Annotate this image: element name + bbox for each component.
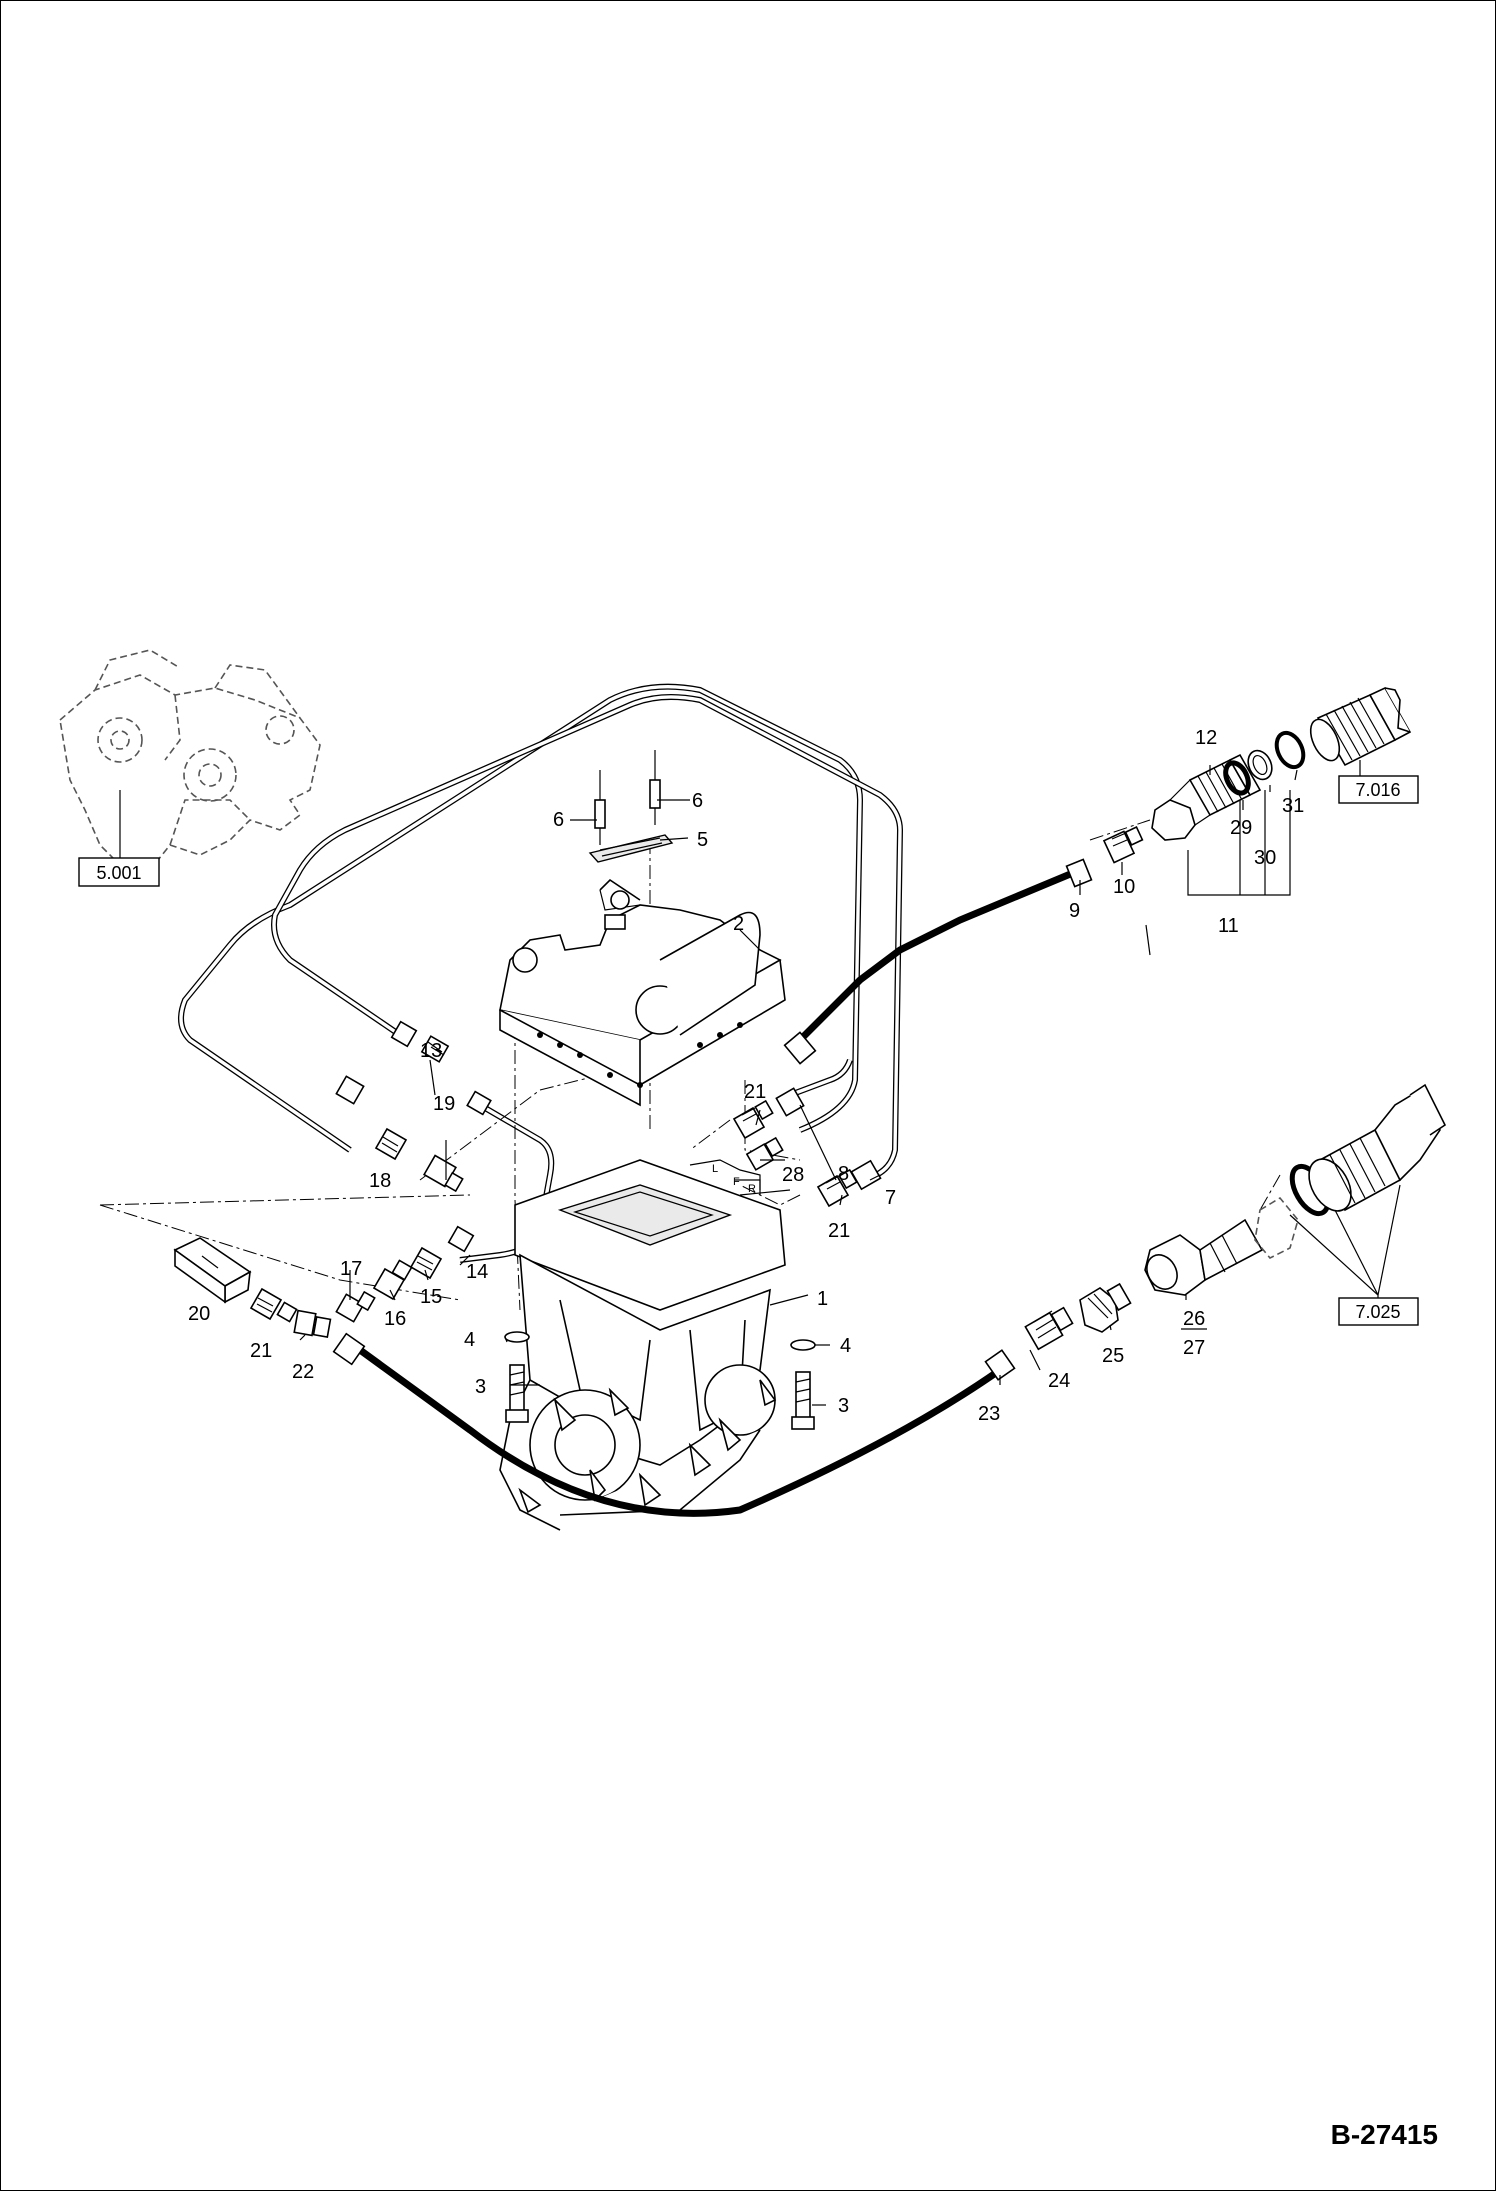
callout-15: 15	[420, 1286, 442, 1308]
callout-9: 9	[1069, 900, 1080, 922]
callout-16: 16	[384, 1308, 406, 1330]
callout-27: 27	[1183, 1337, 1205, 1359]
callout-13: 13	[420, 1040, 442, 1062]
callout-14: 14	[466, 1261, 488, 1283]
callout-28: 28	[782, 1164, 804, 1186]
fitting-28[interactable]	[745, 1136, 784, 1171]
washer[interactable]	[504, 1331, 530, 1343]
callout-21: 21	[250, 1340, 272, 1362]
bolt[interactable]	[505, 1364, 529, 1423]
callout-2: 2	[733, 913, 744, 935]
callout-3: 3	[475, 1376, 486, 1398]
hydraulic-hose-upper[interactable]	[783, 858, 1093, 1065]
quick-coupler-female-ghost	[1309, 686, 1412, 785]
callout-1: 1	[817, 1288, 828, 1310]
callout-7: 7	[885, 1187, 896, 1209]
port-mark-l: L	[712, 1163, 718, 1175]
fitting-7[interactable]	[850, 1159, 882, 1191]
callout-23: 23	[978, 1403, 1000, 1425]
port-mark-f: F	[733, 1176, 740, 1188]
reference-label: 7.025	[1355, 1302, 1400, 1322]
callout-24: 24	[1048, 1370, 1070, 1392]
fitting-15[interactable]	[409, 1246, 443, 1280]
reference-label: 7.016	[1355, 780, 1400, 800]
o-ring-31[interactable]	[1272, 729, 1309, 772]
fitting-24[interactable]	[1024, 1306, 1074, 1351]
reference-label: 5.001	[96, 863, 141, 883]
reference-box-7016[interactable]: 7.016	[1338, 775, 1419, 804]
reference-box-7025[interactable]: 7.025	[1338, 1297, 1419, 1326]
fitting-17[interactable]	[335, 1290, 376, 1323]
reference-box-5001[interactable]: 5.001	[78, 857, 160, 887]
callout-3: 3	[838, 1395, 849, 1417]
callout-10: 10	[1113, 876, 1135, 898]
body-port-marks: L F R	[712, 1163, 756, 1195]
fitting-25[interactable]	[1079, 1282, 1132, 1333]
callout-18: 18	[369, 1170, 391, 1192]
bolt[interactable]	[791, 1371, 815, 1430]
hydraulic-hose-lower[interactable]	[332, 1332, 1016, 1517]
callout-5: 5	[697, 829, 708, 851]
quick-coupler-male-26[interactable]	[1141, 1218, 1264, 1296]
callout-17: 17	[340, 1258, 362, 1280]
callout-6: 6	[553, 809, 564, 831]
washer[interactable]	[790, 1339, 816, 1351]
backup-ring-30[interactable]	[1244, 747, 1277, 783]
fitting-14[interactable]	[447, 1090, 492, 1253]
fitting-8[interactable]	[775, 1087, 805, 1117]
fitting-18[interactable]	[335, 1075, 408, 1161]
fitting-13[interactable]	[390, 1020, 450, 1063]
port-mark-r: R	[748, 1183, 756, 1195]
callout-19: 19	[433, 1093, 455, 1115]
o-ring-29[interactable]	[1221, 759, 1253, 796]
backup-ring-lower[interactable]	[1254, 1196, 1299, 1259]
callout-26: 26	[1183, 1308, 1205, 1330]
rivet-pin[interactable]	[649, 750, 661, 825]
callout-31: 31	[1282, 795, 1304, 817]
check-valve[interactable]	[173, 1237, 252, 1304]
quick-coupler-female-lower[interactable]	[1300, 1083, 1447, 1218]
fitting-16[interactable]	[372, 1259, 413, 1301]
callout-20: 20	[188, 1303, 210, 1325]
fitting-10[interactable]	[1102, 826, 1144, 864]
fitting-21-upper[interactable]	[732, 1099, 774, 1140]
quick-coupler-ghost	[59, 649, 321, 871]
callout-6: 6	[692, 790, 703, 812]
document-number: B-27415	[1330, 2119, 1438, 2150]
bracket-lines-11	[1187, 790, 1291, 896]
cutter-body[interactable]	[499, 1159, 791, 1531]
fitting-19[interactable]	[423, 1154, 464, 1193]
callout-25: 25	[1102, 1345, 1124, 1367]
fitting-21-left[interactable]	[249, 1287, 298, 1323]
callout-30: 30	[1254, 847, 1276, 869]
rivet-pin[interactable]	[594, 770, 606, 845]
callouts: 1 2 3 3 4 4 5 6 6 7 8 9 10 11 12 13 14 1…	[188, 727, 1304, 1425]
callout-4: 4	[464, 1329, 475, 1351]
callout-11: 11	[1218, 915, 1239, 937]
callout-8: 8	[838, 1163, 849, 1185]
leader-lines	[299, 765, 1298, 1406]
callout-22: 22	[292, 1361, 314, 1383]
mounting-bracket[interactable]	[499, 878, 786, 1107]
callout-12: 12	[1195, 727, 1217, 749]
name-plate[interactable]	[588, 834, 674, 863]
callout-4: 4	[840, 1335, 851, 1357]
callout-21: 21	[744, 1081, 766, 1103]
fitting-22[interactable]	[293, 1309, 332, 1339]
callout-21: 21	[828, 1220, 850, 1242]
callout-29: 29	[1230, 817, 1252, 839]
